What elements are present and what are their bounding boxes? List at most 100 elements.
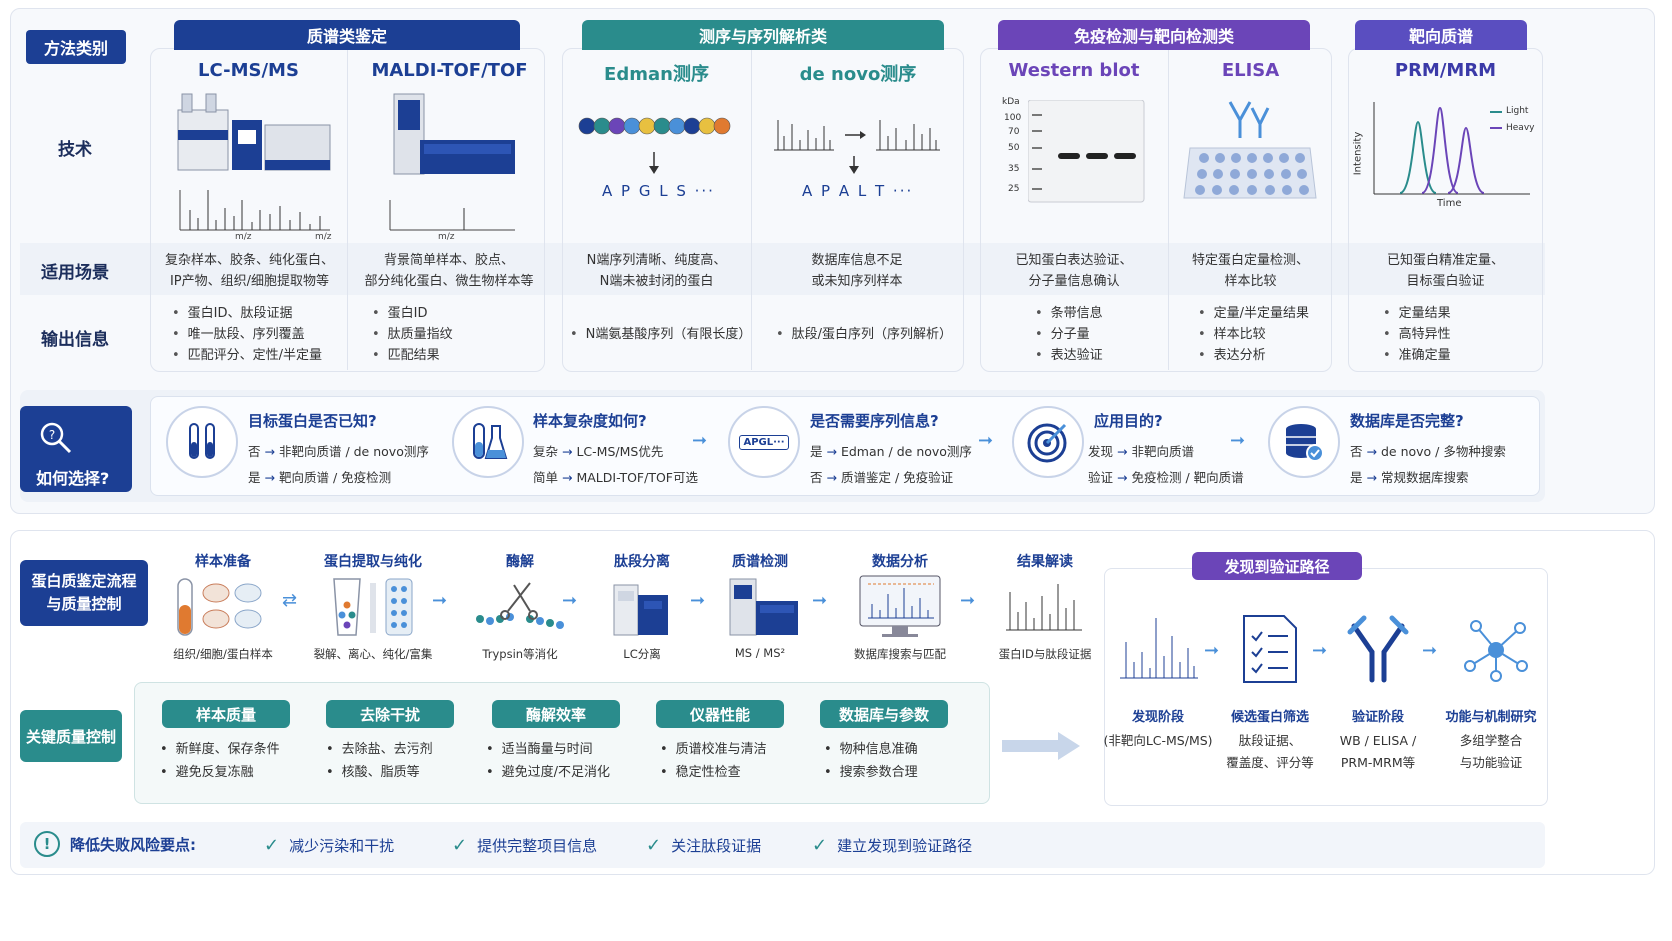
- wb-ladder-25: 25: [1008, 184, 1020, 194]
- step-title-analysis: 数据分析: [872, 554, 928, 570]
- divider: [1168, 50, 1169, 370]
- tech-row-label: 技术: [58, 140, 92, 160]
- database-icon: [1268, 406, 1340, 478]
- edman-sequence: A P G L S ···: [602, 182, 715, 200]
- path-title: 发现到验证路径: [1192, 552, 1362, 580]
- output-row-label: 输出信息: [41, 330, 109, 350]
- edman-bead-illustration: [578, 117, 731, 174]
- sequence-icon: APGL···: [728, 406, 800, 478]
- step-sub-analysis: 数据库搜索与匹配: [854, 647, 946, 661]
- output-maldi: 蛋白ID肽质量指纹匹配结果: [372, 303, 453, 366]
- output-edman: N端氨基酸序列（有限长度）: [570, 324, 752, 345]
- divider: [347, 50, 348, 370]
- tip-item-3: ✓关注肽段证据: [646, 835, 762, 856]
- step-title-ms: 质谱检测: [732, 554, 788, 570]
- step-sub-digest: Trypsin等消化: [482, 647, 558, 661]
- lc-instrument-icon: [613, 584, 668, 636]
- prm-ylabel: Intensity: [1352, 131, 1364, 176]
- method-edman: Edman测序: [604, 64, 709, 85]
- extraction-icon: [333, 578, 413, 636]
- path-arrow: ➞: [1312, 640, 1328, 661]
- choose-q3-line2: 否 → 质谱鉴定 / 免疫验证: [810, 470, 954, 485]
- choose-q2-line1: 复杂 → LC-MS/MS优先: [533, 444, 664, 459]
- choose-q2: 样本复杂度如何?: [533, 412, 647, 430]
- step-sub-separation: LC分离: [623, 647, 661, 661]
- choose-q4-line1: 发现 → 非靶向质谱: [1088, 444, 1194, 459]
- path-sub-discovery: (非靶向LC-MS/MS): [1103, 733, 1213, 748]
- path-stage-function: 功能与机制研究: [1445, 710, 1537, 725]
- method-wb: Western blot: [1008, 60, 1140, 81]
- check-icon: ✓: [264, 835, 280, 856]
- wb-kda-label: kDa: [1002, 97, 1020, 107]
- svg-text:?: ?: [49, 428, 55, 442]
- workflow-arrow: ➞: [562, 590, 578, 611]
- network-icon: [1464, 620, 1528, 682]
- workflow-title-box: 蛋白质鉴定流程 与质量控制: [20, 560, 148, 626]
- prm-legend-heavy: Heavy: [1506, 123, 1535, 133]
- qc-header-database: 数据库与参数: [820, 700, 948, 728]
- maldi-axis-label: m/z: [438, 232, 455, 242]
- method-lcms: LC-MS/MS: [198, 60, 299, 81]
- step-title-sample: 样本准备: [195, 554, 251, 570]
- tip-item-4: ✓建立发现到验证路径: [812, 835, 973, 856]
- output-denovo: 肽段/蛋白序列（序列解析）: [776, 324, 952, 345]
- scene-denovo: 数据库信息不足或未知序列样本: [811, 253, 903, 289]
- lcms-instrument-illustration: [177, 93, 331, 231]
- target-icon: [1012, 406, 1084, 478]
- elisa-plate-illustration: [1183, 101, 1317, 199]
- antibody-icon: [1347, 615, 1409, 683]
- group-header-ms: 质谱类鉴定: [174, 20, 520, 50]
- monitor-chart-icon: [859, 575, 941, 637]
- denovo-sequence: A P A L T ···: [802, 182, 914, 200]
- choose-arrow: ➞: [692, 430, 708, 451]
- test-tubes-icon: [166, 406, 238, 478]
- qc-list-instrument: 质谱校准与清洁稳定性检查: [660, 738, 767, 784]
- wb-ladder-50: 50: [1008, 143, 1020, 153]
- prm-legend-light: Light: [1506, 106, 1529, 116]
- choose-q1: 目标蛋白是否已知?: [248, 412, 377, 430]
- result-spectrum-icon: [1006, 584, 1082, 631]
- choose-q3-line1: 是 → Edman / de novo测序: [810, 444, 972, 459]
- checklist-icon: [1243, 615, 1297, 683]
- scene-lcms: 复杂样本、胶条、纯化蛋白、IP产物、组织/细胞提取物等: [164, 253, 334, 289]
- qc-title-box: 关键质量控制: [20, 710, 122, 762]
- choose-q5-line2: 是 → 常规数据库搜索: [1350, 470, 1469, 485]
- method-denovo: de novo测序: [799, 64, 917, 85]
- divider: [751, 50, 752, 370]
- choose-q5-line1: 否 → de novo / 多物种搜索: [1350, 444, 1506, 459]
- path-sub-screening: 肽段证据、覆盖度、评分等: [1226, 733, 1314, 770]
- choose-q4: 应用目的?: [1094, 412, 1163, 430]
- choose-title: 如何选择?: [36, 469, 110, 488]
- qc-list-database: 物种信息准确搜索参数合理: [824, 738, 918, 784]
- lcms-axis-label-2: m/z: [315, 232, 332, 242]
- choose-q3: 是否需要序列信息?: [810, 412, 939, 430]
- choose-q1-line2: 是 → 靶向质谱 / 免疫检测: [248, 470, 392, 485]
- check-icon: ✓: [646, 835, 662, 856]
- step-title-separation: 肽段分离: [614, 554, 670, 570]
- workflow-arrow: ➞: [960, 590, 976, 611]
- check-icon: ✓: [812, 835, 828, 856]
- search-icon: ?: [40, 422, 72, 454]
- path-stage-validation: 验证阶段: [1351, 710, 1404, 725]
- prm-chromatogram-illustration: [1373, 102, 1530, 195]
- output-lcms: 蛋白ID、肽段证据唯一肽段、序列覆盖匹配评分、定性/半定量: [172, 303, 322, 366]
- step-sub-extract: 裂解、离心、纯化/富集: [313, 647, 433, 661]
- step-title-extract: 蛋白提取与纯化: [324, 554, 422, 570]
- big-arrow-icon: [1002, 732, 1080, 760]
- path-arrow: ➞: [1204, 640, 1220, 661]
- path-stage-discovery: 发现阶段: [1131, 710, 1184, 725]
- choose-q4-line2: 验证 → 免疫检测 / 靶向质谱: [1088, 470, 1244, 485]
- group-header-targeted: 靶向质谱: [1355, 20, 1527, 50]
- tip-item-2: ✓提供完整项目信息: [452, 835, 598, 856]
- path-arrow: ➞: [1422, 640, 1438, 661]
- qc-header-interference: 去除干扰: [326, 700, 454, 728]
- qc-header-digest: 酶解效率: [492, 700, 620, 728]
- output-prm: 定量结果高特异性准确定量: [1383, 303, 1451, 366]
- wb-ladder-70: 70: [1008, 127, 1020, 137]
- step-sub-sample: 组织/细胞/蛋白样本: [173, 647, 273, 661]
- check-icon: ✓: [452, 835, 468, 856]
- choose-q1-line1: 否 → 非靶向质谱 / de novo测序: [248, 444, 429, 459]
- step-title-interpret: 结果解读: [1017, 554, 1073, 570]
- alert-icon: !: [34, 831, 60, 857]
- scene-prm: 已知蛋白精准定量、目标蛋白验证: [1386, 253, 1504, 289]
